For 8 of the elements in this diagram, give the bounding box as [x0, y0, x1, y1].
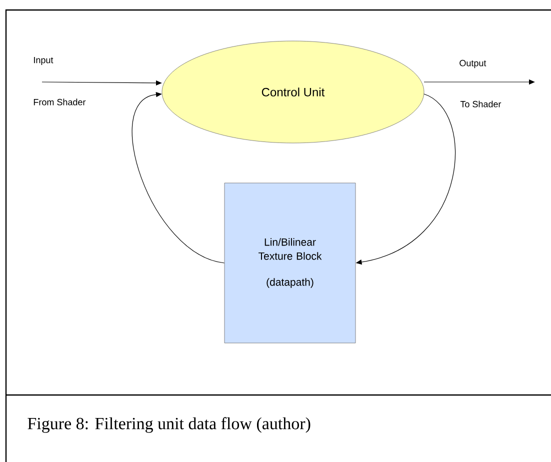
ellipse-node: Control Unit: [162, 40, 424, 144]
flow-label: From Shader: [34, 98, 86, 106]
flow-label: Output: [460, 60, 486, 68]
flow-label: Input: [34, 56, 54, 66]
arrow: [132, 92, 225, 264]
caption: Figure 8: Filtering unit data flow (author): [28, 417, 310, 433]
process-box: Lin/Bilinear Texture Block (datapath): [224, 182, 356, 344]
flow-label: To Shader: [460, 100, 502, 108]
